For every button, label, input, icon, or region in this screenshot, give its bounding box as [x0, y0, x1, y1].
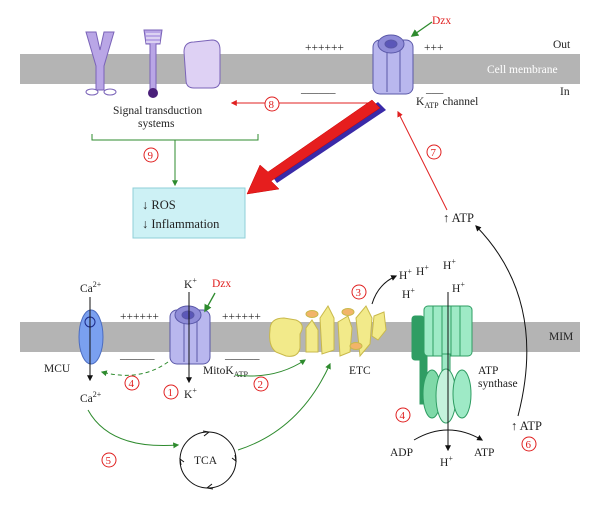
step-4-number-right: 4	[400, 410, 406, 422]
step-8-number: 8	[269, 99, 275, 111]
k-top-label: K+	[184, 276, 197, 291]
receptor-dot-icon	[148, 88, 158, 98]
arrow-step-3	[371, 275, 398, 305]
step-7-badge	[426, 144, 442, 160]
etc-label: ETC	[349, 365, 371, 377]
atp-label: ATP	[474, 447, 494, 459]
h-label-4: H+	[452, 280, 465, 295]
atp-up-mito: ↑ ATP	[511, 419, 542, 433]
dzx-label-mito: Dzx	[212, 278, 231, 290]
bracket-step-9	[91, 134, 259, 141]
plus-charges-mito-left: ++++++	[120, 311, 159, 323]
atp-synthase-icon	[411, 305, 473, 424]
tca-label: TCA	[194, 455, 218, 467]
arrow-step-6	[475, 225, 528, 417]
atp-synthase-label-2: synthase	[478, 378, 518, 390]
step-3-badge	[351, 284, 367, 300]
step-3-number: 3	[356, 287, 362, 299]
step-7-number: 7	[431, 147, 437, 159]
adp-atp-arrow	[413, 429, 484, 441]
plus-charges-top-right: +++	[424, 42, 443, 54]
step-4-badge-right	[395, 407, 411, 423]
step-4-badge-left	[124, 375, 140, 391]
signal-transduction-label-2: systems	[138, 118, 175, 130]
arrow-step-2	[234, 359, 306, 377]
step-6-number: 6	[526, 439, 532, 451]
arrow-tca-to-etc	[237, 362, 331, 451]
step-1-badge	[163, 384, 179, 400]
minus-charges-mito-right: ––––––	[224, 353, 260, 365]
h-label-2: H+	[443, 257, 456, 272]
in-label: In	[560, 86, 570, 98]
step-8-badge	[264, 96, 280, 112]
step-2-badge	[253, 376, 269, 392]
atp-up-top: ↑ ATP	[443, 211, 474, 225]
minus-charges-top-left: ––––––	[300, 87, 336, 99]
ca-top-label: Ca2+	[80, 280, 102, 295]
h-label-1: H+	[416, 263, 429, 278]
minus-charges-top-right: –––	[425, 87, 444, 99]
outcome-ros: ↓ ROS	[142, 198, 176, 212]
receptor-group	[85, 29, 221, 98]
dzx-arrow-mito	[204, 292, 216, 313]
step-4-number-left: 4	[129, 378, 135, 390]
outcome-box	[132, 187, 246, 239]
mcu-channel-icon	[78, 309, 104, 365]
dzx-label-top: Dzx	[432, 15, 451, 27]
big-red-arrow-icon	[246, 99, 386, 195]
mitokatp-label: MitoKATP	[203, 365, 248, 379]
h-label-bottom: H+	[440, 454, 453, 469]
step-9-number: 9	[148, 150, 154, 162]
ca-bottom-label: Ca2+	[80, 390, 102, 405]
receptor-foot-icon	[85, 88, 99, 96]
arrow-step-5	[87, 409, 180, 449]
katp-channel-icon	[372, 34, 414, 95]
mitokatp-channel-icon	[169, 305, 211, 365]
minus-charges-mito-left: ––––––	[119, 353, 155, 365]
etc-complexes-icon	[269, 305, 387, 358]
plus-charges-mito-right: ++++++	[222, 311, 261, 323]
receptor-y-shaped-icon	[85, 31, 115, 91]
k-bottom-label: K+	[184, 386, 197, 401]
signal-transduction-label: Signal transduction	[113, 105, 202, 117]
step-5-badge	[101, 452, 117, 468]
step-9-badge	[143, 147, 159, 163]
arrow-step-7	[397, 110, 448, 211]
step-1-number: 1	[168, 387, 174, 399]
h-label-3: H+	[402, 286, 415, 301]
step-5-number: 5	[106, 455, 112, 467]
out-label: Out	[553, 39, 571, 51]
h-label-etc: H+	[399, 267, 412, 282]
adp-label: ADP	[390, 447, 413, 459]
cell-membrane	[20, 54, 580, 84]
step-2-number: 2	[258, 379, 264, 391]
mcu-label: MCU	[44, 363, 71, 375]
receptor-block-icon	[183, 39, 221, 89]
tca-cycle-icon	[179, 430, 237, 490]
cell-membrane-label: Cell membrane	[487, 64, 558, 76]
dzx-arrow-top	[410, 21, 433, 37]
plus-charges-top-left: ++++++	[305, 42, 344, 54]
step-6-badge	[521, 436, 537, 452]
mim-label: MIM	[549, 331, 573, 343]
outcome-inflammation: ↓ Inflammation	[142, 217, 220, 231]
atp-synthase-label-1: ATP	[478, 365, 498, 377]
